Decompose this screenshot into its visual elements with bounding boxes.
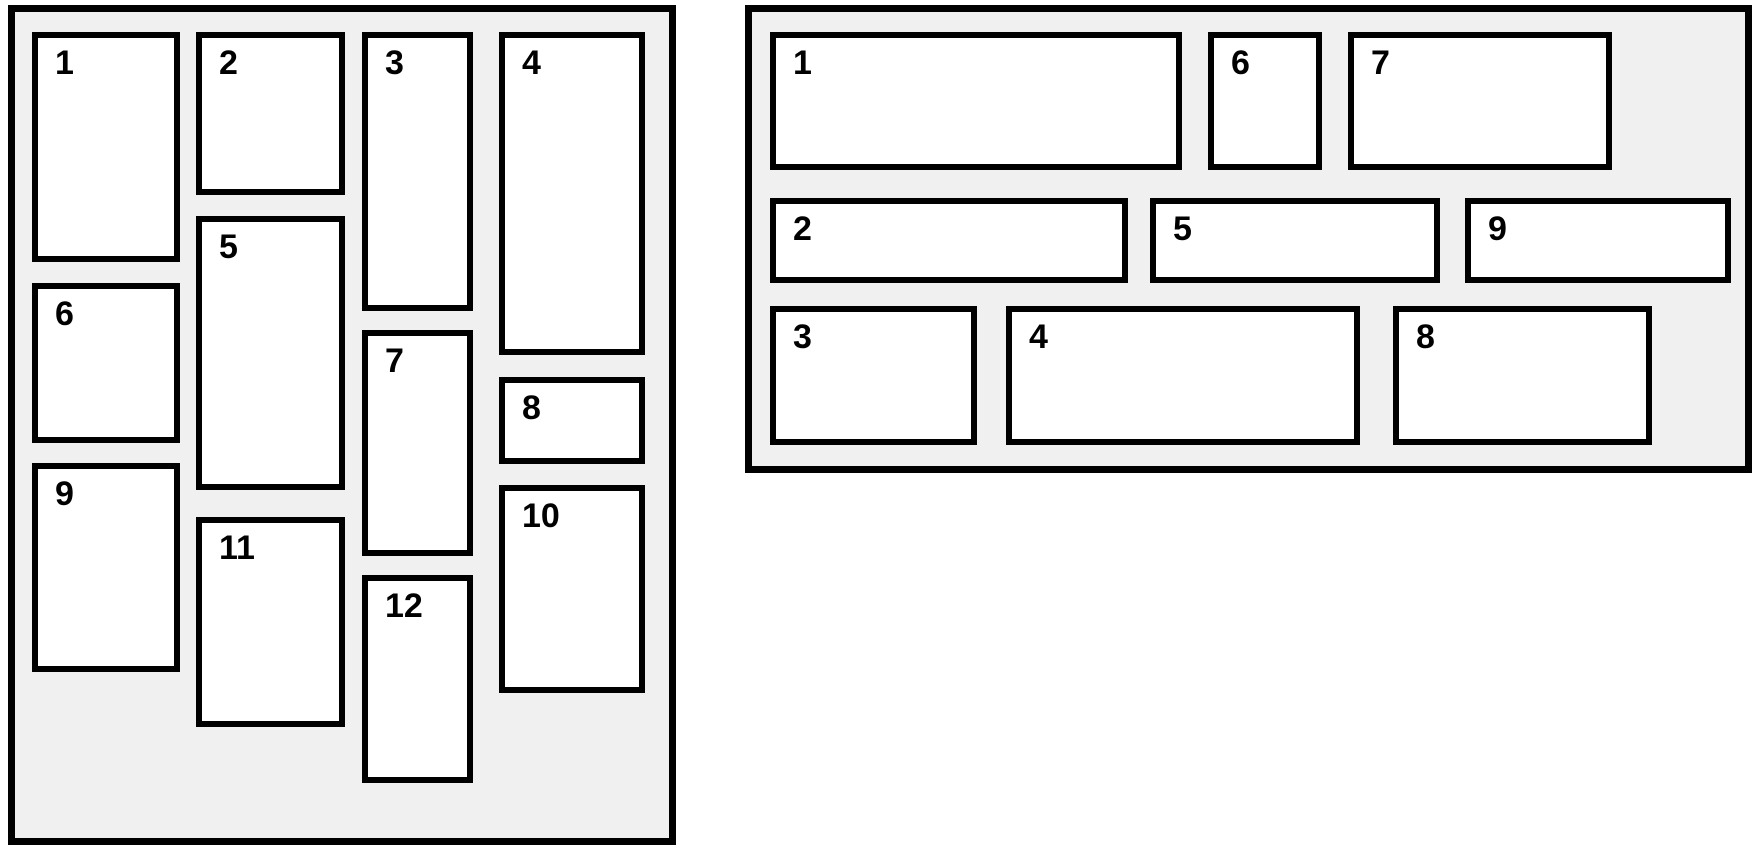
box-number-label: 6: [55, 295, 74, 333]
box-number-label: 7: [1371, 44, 1390, 82]
box-9: 9: [1465, 198, 1731, 283]
box-number-label: 11: [219, 529, 255, 567]
box-number-label: 4: [522, 44, 541, 82]
box-3: 3: [362, 32, 473, 311]
box-number-label: 9: [1488, 210, 1507, 248]
box-number-label: 5: [1173, 210, 1192, 248]
box-1: 1: [770, 32, 1182, 170]
box-number-label: 3: [793, 318, 812, 356]
box-number-label: 6: [1231, 44, 1250, 82]
box-7: 7: [362, 330, 473, 556]
box-3: 3: [770, 306, 977, 445]
box-2: 2: [770, 198, 1128, 283]
box-8: 8: [499, 377, 645, 464]
box-number-label: 12: [385, 587, 423, 625]
box-11: 11: [196, 517, 345, 727]
box-number-label: 9: [55, 475, 74, 513]
box-number-label: 3: [385, 44, 404, 82]
box-9: 9: [32, 463, 180, 672]
box-5: 5: [1150, 198, 1440, 283]
box-12: 12: [362, 575, 473, 783]
box-8: 8: [1393, 306, 1652, 445]
box-5: 5: [196, 216, 345, 490]
box-number-label: 10: [522, 497, 560, 535]
box-number-label: 5: [219, 228, 238, 266]
box-number-label: 8: [1416, 318, 1435, 356]
box-6: 6: [32, 283, 180, 443]
box-6: 6: [1208, 32, 1322, 170]
box-number-label: 2: [219, 44, 238, 82]
box-number-label: 7: [385, 342, 404, 380]
box-number-label: 4: [1029, 318, 1048, 356]
box-number-label: 1: [55, 44, 74, 82]
masonry-rows-panel: 1 2 3 4 5 6 7 8 9: [745, 5, 1752, 473]
box-number-label: 8: [522, 389, 541, 427]
box-1: 1: [32, 32, 180, 262]
box-10: 10: [499, 485, 645, 693]
box-number-label: 1: [793, 44, 812, 82]
box-number-label: 2: [793, 210, 812, 248]
box-7: 7: [1348, 32, 1612, 170]
box-4: 4: [1006, 306, 1360, 445]
box-4: 4: [499, 32, 645, 355]
box-2: 2: [196, 32, 345, 195]
